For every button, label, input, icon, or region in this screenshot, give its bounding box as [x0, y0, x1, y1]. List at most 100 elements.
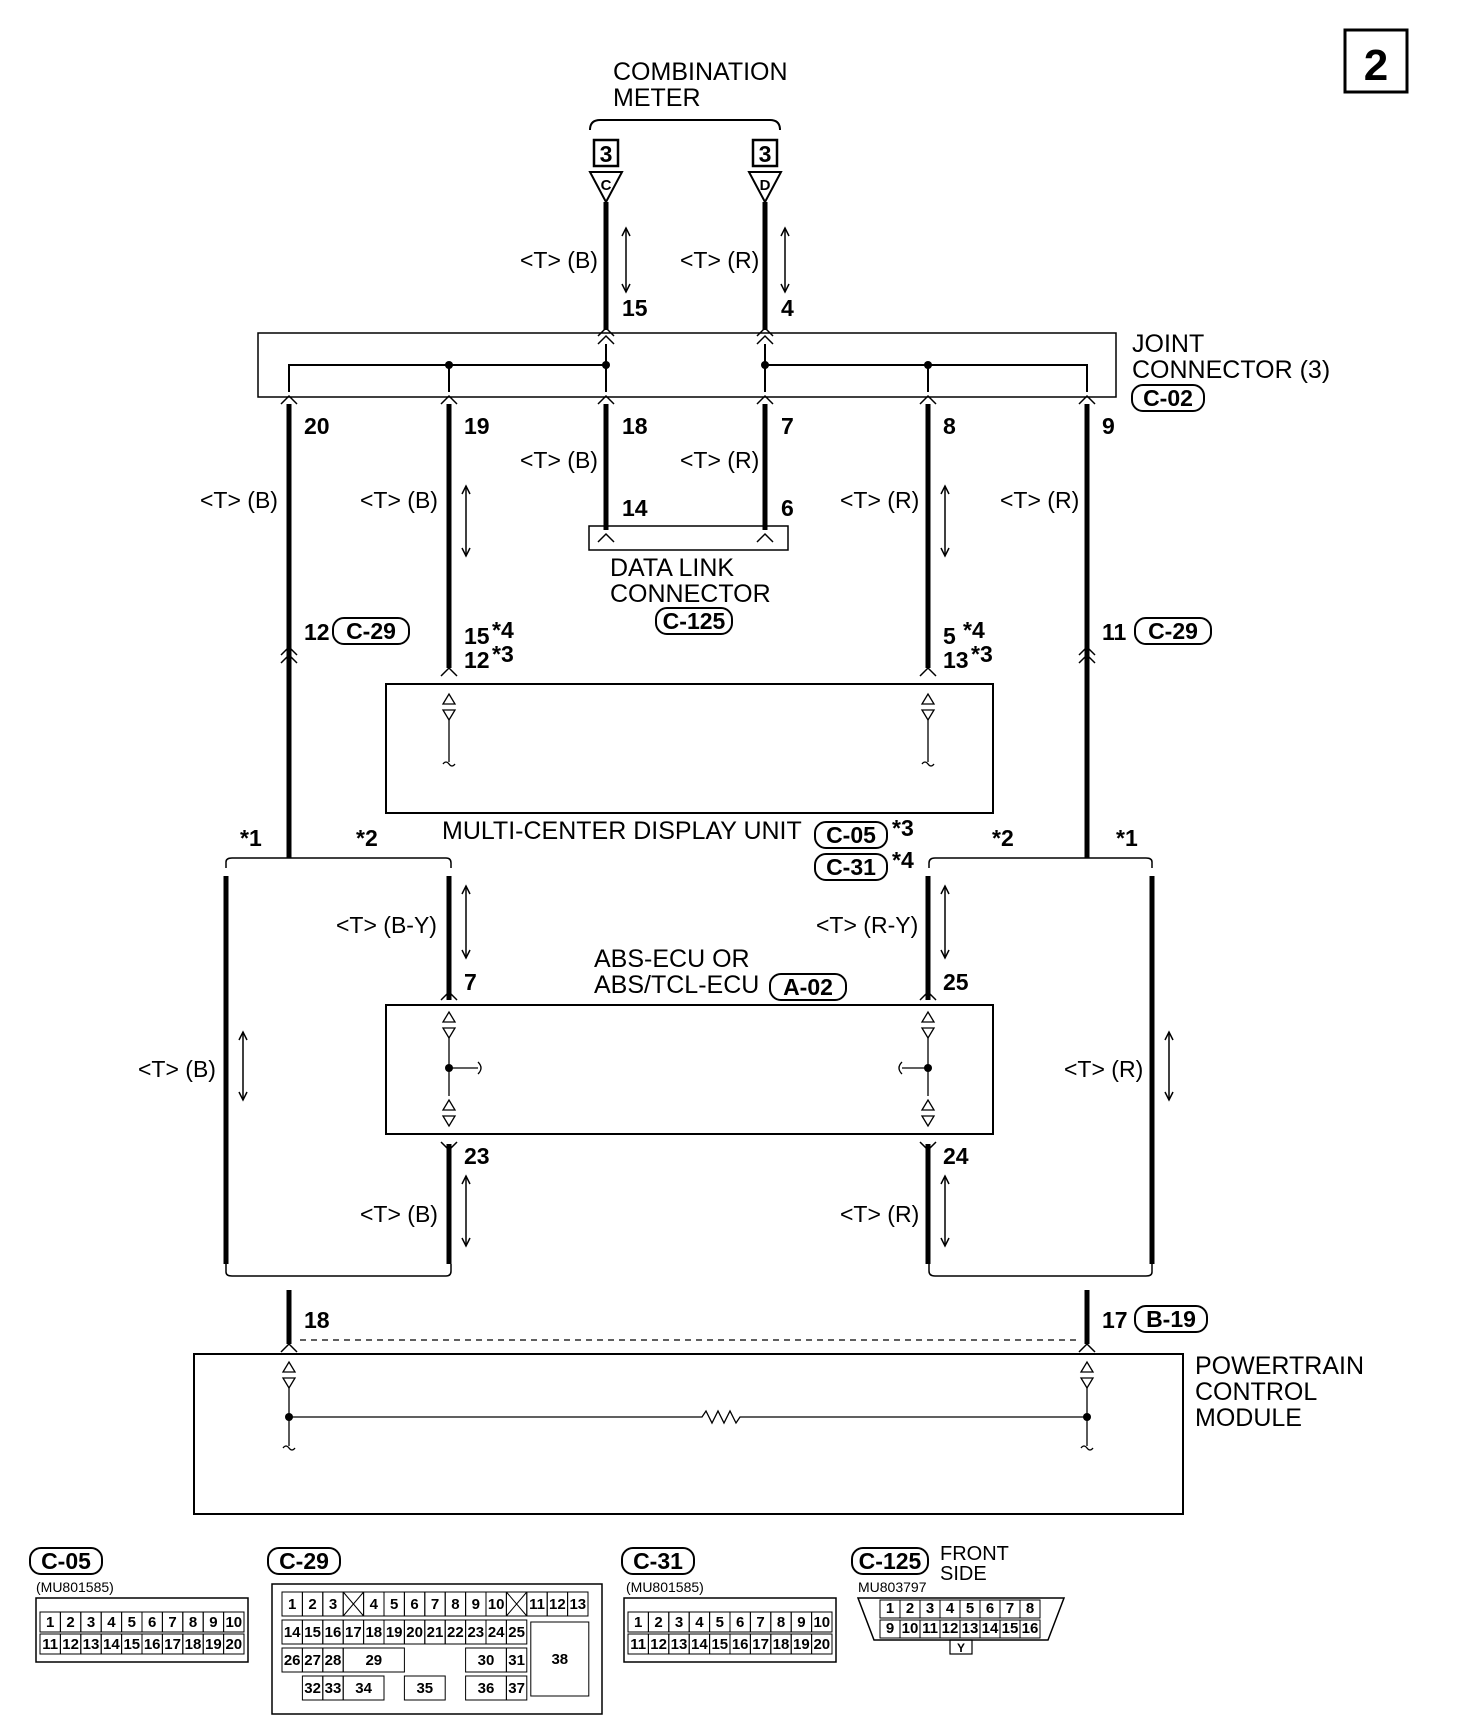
connector-code-c125: C-125	[663, 608, 726, 634]
connector-code-c29-left: C-29	[346, 618, 396, 644]
connector-code-b19: B-19	[1146, 1306, 1196, 1332]
legend-c31-pin-label: 3	[675, 1614, 683, 1631]
legend-c29-pin-label: 24	[488, 1624, 505, 1641]
legend-c31-pin-label: 4	[695, 1614, 704, 1631]
legend-c05-pin-label: 12	[62, 1636, 79, 1653]
joint-connector-box	[257, 332, 1117, 398]
pcm-label-1: POWERTRAIN	[1195, 1352, 1364, 1380]
legend-c05-pin-label: 4	[107, 1614, 116, 1631]
connector-code-c125-box	[655, 607, 733, 635]
combination-meter-bracket	[589, 119, 781, 131]
pin-19: 19	[464, 413, 490, 439]
legend-c29-pin-label: 23	[467, 1624, 484, 1641]
star-4: *4	[492, 617, 514, 643]
wire-label-18: <T> (B)	[520, 447, 598, 473]
connector-mark-icon	[919, 666, 937, 677]
legend-c31-pin-label: 20	[813, 1636, 830, 1653]
splice-dot	[761, 361, 769, 369]
legend-c31-pin-label: 12	[650, 1636, 667, 1653]
connector-code-c29-right: C-29	[1148, 618, 1198, 644]
splice-dot	[924, 361, 932, 369]
connector-code-a02-box	[769, 973, 847, 1001]
legend-c125-side-1: FRONT	[940, 1543, 1009, 1565]
pin-7: 7	[781, 413, 794, 439]
abs-ecu-box	[385, 1004, 994, 1135]
star-1-left: *1	[240, 825, 262, 851]
legend-c29-pin-label: 6	[410, 1596, 418, 1613]
legend-c31-pin-label: 11	[630, 1636, 646, 1653]
legend-c125-part: MU803797	[858, 1579, 927, 1595]
legend-c05-cell	[223, 1611, 245, 1633]
legend-c29-cell	[342, 1647, 405, 1673]
mcdu-box	[385, 683, 994, 814]
legend-c125-pin-label: 16	[1022, 1620, 1039, 1637]
legend-c29-pin-label: 7	[431, 1596, 439, 1613]
star-3: *3	[892, 815, 914, 841]
splice-dot	[1083, 1413, 1091, 1421]
internal-circuit-icon	[441, 692, 936, 767]
legend-c29-cell	[505, 1619, 528, 1645]
pin-24-abs: 24	[943, 1143, 969, 1169]
pin-12-mcdu: 12	[464, 647, 490, 673]
legend-c29-pin-label: 27	[304, 1652, 321, 1669]
legend-c05-code: C-05	[41, 1548, 91, 1574]
connector-code-c31-box	[814, 853, 888, 881]
legend-c05-pin-label: 3	[87, 1614, 95, 1631]
connector-mark-icon	[1078, 1342, 1096, 1353]
meter-pin-box-d	[751, 138, 779, 168]
meter-connector-c-icon	[588, 171, 624, 205]
abs-label-1: ABS-ECU OR	[594, 945, 750, 973]
pin-6: 6	[781, 495, 794, 521]
legend-c31-cell	[811, 1633, 833, 1655]
legend-c29-blank-cell	[342, 1591, 364, 1617]
connector-code-c02-box	[1131, 384, 1205, 412]
data-link-label-2: CONNECTOR	[610, 580, 771, 608]
legend-c31-pin-label: 13	[671, 1636, 688, 1653]
combination-meter-title-1: COMBINATION	[613, 58, 788, 86]
legend-c05-pin-label: 19	[205, 1636, 222, 1653]
abs-label-2: ABS/TCL-ECU	[594, 971, 759, 999]
connector-code-c05: C-05	[826, 822, 876, 848]
wire-label-abs-24: <T> (R)	[840, 1201, 919, 1227]
legend-c31-pin-label: 1	[634, 1614, 642, 1631]
legend-c29-pin-label: 35	[416, 1680, 433, 1697]
legend-c29-pin-label: 20	[406, 1624, 423, 1641]
meter-pin-box-c-text: 3	[600, 141, 613, 167]
legend-c31-body	[623, 1597, 837, 1663]
legend-c29-code: C-29	[279, 1548, 329, 1574]
page-number: 2	[1364, 41, 1388, 90]
legend-c31-cell	[811, 1611, 833, 1633]
splice-dot	[924, 1064, 932, 1072]
meter-connector-d-icon	[747, 171, 783, 205]
star-2-right: *2	[992, 825, 1014, 851]
legend-c125-side-2: SIDE	[940, 1563, 987, 1585]
legend-c29-pin-label: 9	[472, 1596, 480, 1613]
connector-mark-icon	[597, 326, 615, 345]
legend-c31-pin-label: 5	[716, 1614, 724, 1631]
pin-13-mcdu: 13	[943, 647, 969, 673]
legend-c31-pin-label: 18	[773, 1636, 790, 1653]
connector-mark-icon	[440, 1141, 458, 1152]
legend-c29-cell	[530, 1621, 590, 1697]
pcm-box	[193, 1353, 1184, 1515]
legend-c29-pin-label: 3	[329, 1596, 337, 1613]
legend-c29-pin-label: 25	[508, 1624, 525, 1641]
pin-15-meter: 15	[622, 295, 648, 321]
connector-mark-icon	[440, 666, 458, 677]
connector-code-b19-box	[1134, 1305, 1208, 1333]
wire-label-meter-d: <T> (R)	[680, 247, 759, 273]
legend-c31-pin-label: 16	[732, 1636, 749, 1653]
legend-c125-cell	[1019, 1599, 1041, 1619]
legend-c05-pin-label: 11	[42, 1636, 58, 1653]
legend-c29-pin-label: 18	[365, 1624, 382, 1641]
pin-14: 14	[622, 495, 648, 521]
legend-c125-pin-label: 15	[1002, 1620, 1019, 1637]
legend-c125-code-box	[851, 1547, 929, 1575]
pin-5-mcdu: 5	[943, 623, 956, 649]
legend-c29-pin-label: 8	[451, 1596, 459, 1613]
legend-c05-pin-label: 10	[225, 1614, 242, 1631]
legend-c29-pin-label: 32	[304, 1680, 321, 1697]
